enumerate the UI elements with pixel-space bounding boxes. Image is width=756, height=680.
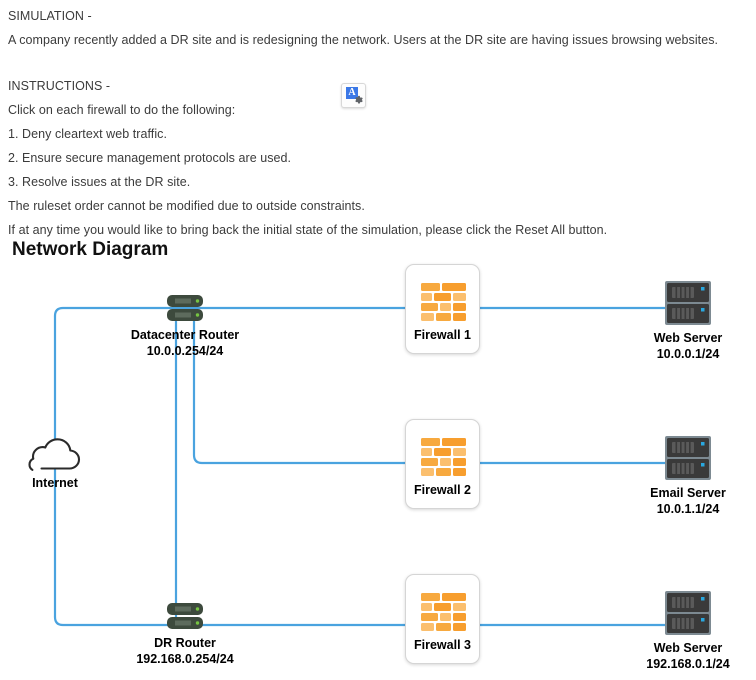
- diagram-title: Network Diagram: [12, 239, 169, 260]
- node-dr-router-address: 192.168.0.254/24: [136, 652, 234, 666]
- router-icon: [165, 602, 205, 632]
- link-internet-to-dc-router: [53, 306, 187, 318]
- instruction-step-1: 1. Deny cleartext web traffic.: [8, 127, 167, 141]
- node-datacenter-router[interactable]: Datacenter Router 10.0.0.254/24: [85, 294, 285, 359]
- node-dr-router-label: DR Router: [154, 636, 216, 650]
- node-firewall-3[interactable]: Firewall 3: [405, 574, 480, 664]
- node-firewall-3-label: Firewall 3: [414, 638, 471, 652]
- node-internet-label: Internet: [32, 476, 78, 490]
- gear-icon-svg: [355, 95, 363, 104]
- node-internet[interactable]: Internet: [8, 435, 102, 491]
- cloud-icon: [25, 435, 85, 473]
- server-icon-svg: [665, 591, 711, 635]
- server-icon: [664, 280, 712, 326]
- link-dc-router-to-firewall2: [192, 312, 407, 465]
- instruction-step-3: 3. Resolve issues at the DR site.: [8, 175, 191, 189]
- router-icon-svg: [167, 295, 203, 321]
- router-icon-svg: [167, 603, 203, 629]
- node-email-server-label: Email Server: [650, 486, 726, 500]
- firewall-brick-icon: [421, 593, 466, 631]
- firewall-brick-icon-svg: [421, 593, 466, 631]
- node-web-server-dr[interactable]: Web Server 192.168.0.1/24: [588, 590, 756, 672]
- node-web-server-dr-label: Web Server: [653, 641, 723, 655]
- server-icon-svg: [665, 436, 711, 480]
- node-datacenter-router-label: Datacenter Router: [130, 328, 240, 342]
- router-icon: [165, 294, 205, 324]
- translate-icon[interactable]: A: [341, 83, 366, 108]
- node-dr-router[interactable]: DR Router 192.168.0.254/24: [85, 602, 285, 667]
- simulation-body: A company recently added a DR site and i…: [8, 33, 719, 47]
- firewall-brick-icon: [421, 438, 466, 476]
- simulation-heading: SIMULATION -: [8, 9, 92, 23]
- instructions-heading: INSTRUCTIONS -: [8, 79, 111, 93]
- firewall-brick-icon: [421, 283, 466, 321]
- network-links: [53, 306, 687, 627]
- firewall-brick-icon-svg: [421, 283, 466, 321]
- note-reset-all: If at any time you would like to bring b…: [8, 223, 608, 237]
- node-web-server-datacenter[interactable]: Web Server 10.0.0.1/24: [588, 280, 756, 362]
- instructions-panel: SIMULATION - A company recently added a …: [8, 4, 748, 242]
- node-firewall-1[interactable]: Firewall 1: [405, 264, 480, 354]
- network-diagram: Internet Datacenter Router 10.0.0.254/24: [0, 262, 756, 680]
- text-spacer: [8, 52, 748, 74]
- server-icon-svg: [665, 281, 711, 325]
- link-internet-to-dr-router: [53, 615, 187, 627]
- node-datacenter-router-address: 10.0.0.254/24: [146, 344, 224, 358]
- node-email-server[interactable]: Email Server 10.0.1.1/24: [588, 435, 756, 517]
- node-email-server-address: 10.0.1.1/24: [656, 502, 720, 516]
- node-firewall-2[interactable]: Firewall 2: [405, 419, 480, 509]
- node-web-server-datacenter-label: Web Server: [653, 331, 723, 345]
- server-icon: [664, 590, 712, 636]
- translate-icon-letter: A: [346, 87, 358, 99]
- node-firewall-1-label: Firewall 1: [414, 328, 471, 342]
- gear-icon: [353, 95, 363, 105]
- server-icon: [664, 435, 712, 481]
- node-web-server-dr-address: 192.168.0.1/24: [646, 657, 730, 671]
- cloud-icon-svg: [28, 438, 81, 471]
- note-ruleset-order: The ruleset order cannot be modified due…: [8, 199, 365, 213]
- instructions-lead: Click on each firewall to do the followi…: [8, 103, 236, 117]
- node-web-server-datacenter-address: 10.0.0.1/24: [656, 347, 720, 361]
- instruction-step-2: 2. Ensure secure management protocols ar…: [8, 151, 292, 165]
- firewall-brick-icon-svg: [421, 438, 466, 476]
- node-firewall-2-label: Firewall 2: [414, 483, 471, 497]
